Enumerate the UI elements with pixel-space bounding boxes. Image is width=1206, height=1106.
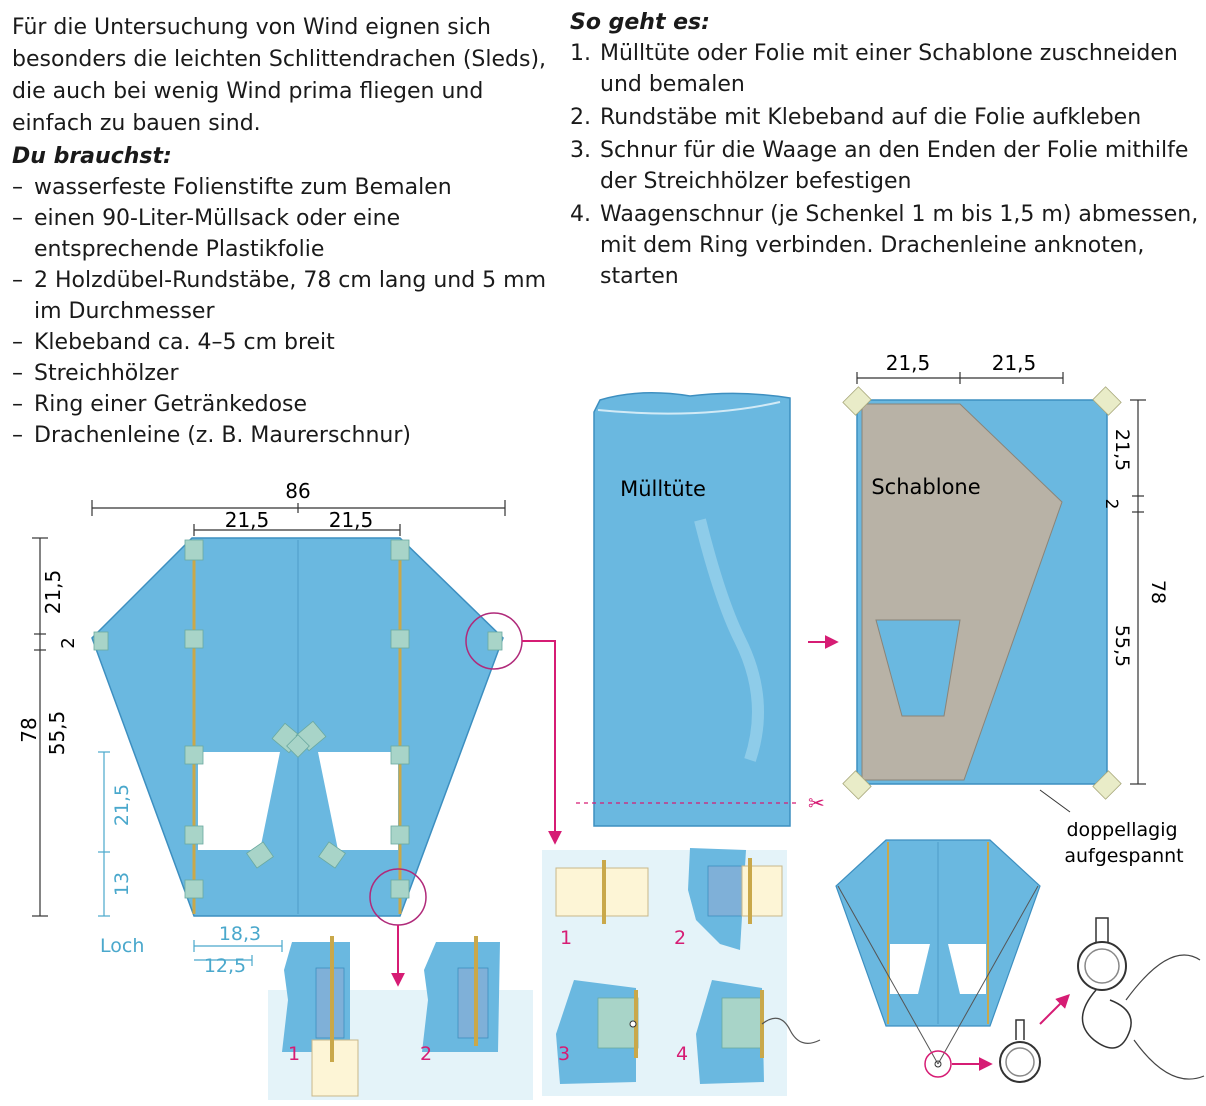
kite-width-label: 86 [285, 479, 310, 503]
template-note: doppellagig [1066, 819, 1177, 841]
hole-height-label: 13 [111, 872, 133, 896]
detail-spar-end: 1 2 [268, 936, 533, 1100]
bridle-line [937, 885, 1039, 1065]
template-total-height-label: 78 [1147, 580, 1169, 604]
kite-width-dimension [91, 500, 506, 536]
kite-gap-label: 2 [58, 637, 79, 648]
hole-label: Loch [100, 935, 144, 957]
step-item: 2. Rundstäbe mit Klebeband auf die Folie … [570, 102, 1200, 133]
step-arrow [1039, 994, 1070, 1025]
kite-half-width-label: 21,5 [329, 508, 374, 532]
steps-list: 1. Mülltüte oder Folie mit einer Schablon… [570, 38, 1200, 292]
garbage-bag [593, 392, 791, 827]
detail-step-number: 2 [674, 927, 686, 949]
kite-height-dimension [32, 537, 48, 917]
step-text: Schnur für die Waage an den Enden der Fo… [600, 138, 1189, 194]
material-item: Drachenleine (z. B. Maurerschnur) [12, 420, 552, 451]
hole-dimensions [98, 751, 283, 966]
detail-step-number: 1 [288, 1043, 300, 1065]
material-item: Ring einer Getränkedose [12, 389, 552, 420]
detail-step-number: 3 [558, 1043, 570, 1065]
hole-height-label: 21,5 [111, 784, 133, 826]
flying-line [1125, 954, 1201, 1001]
steps-heading: So geht es: [570, 10, 710, 35]
kite-vent-hole-left [198, 752, 280, 850]
bridle-line [837, 885, 939, 1065]
kite-bottom-height-label: 55,5 [45, 711, 69, 756]
template-height-label: 21,5 [1111, 429, 1133, 471]
garbage-bag-label: Mülltüte [620, 477, 706, 501]
note-leader [1039, 789, 1071, 813]
detail-step-number: 1 [560, 927, 572, 949]
kite-total-height-label: 78 [17, 717, 41, 742]
scissors-icon: ✂ [808, 791, 825, 815]
garbage-bag-figure: Mülltüte ✂ [576, 392, 839, 827]
hole-width-label: 18,3 [219, 923, 261, 945]
kite-tape-pieces [93, 539, 503, 899]
hole-width-label: 12,5 [204, 955, 246, 977]
template-height-dimension [1130, 399, 1146, 785]
template-bottom-height-label: 55,5 [1111, 625, 1133, 667]
intro-text: Für die Untersuchung von Wind eignen sic… [12, 15, 547, 136]
material-item: wasserfeste Folienstifte zum Bemalen [12, 172, 552, 203]
step-number: 4. [570, 202, 591, 227]
intro-column: Für die Untersuchung von Wind eignen sic… [12, 12, 552, 451]
step-text: Waagenschnur (je Schenkel 1 m bis 1,5 m)… [600, 202, 1199, 289]
kite-plan: 86 21,5 21,5 21,5 2 78 55,5 [17, 479, 562, 987]
kite-half-width-label: 21,5 [225, 508, 270, 532]
step-item: 4. Waagenschnur (je Schenkel 1 m bis 1,5 … [570, 199, 1200, 292]
step-number: 2. [570, 105, 591, 130]
pull-tab-ring-illustration [999, 917, 1205, 1083]
material-item: einen 90-Liter-Müllsack oder eine entspr… [12, 203, 552, 265]
detail-step-number: 4 [676, 1043, 688, 1065]
step-item: 1. Mülltüte oder Folie mit einer Schablon… [570, 38, 1200, 100]
callout-arrow [522, 640, 562, 845]
detail-step-number: 2 [420, 1043, 432, 1065]
material-item: Streichhölzer [12, 358, 552, 389]
kite-top-height-label: 21,5 [41, 570, 65, 615]
template-shape [861, 403, 1063, 781]
finished-kite [835, 839, 1070, 1078]
materials-heading: Du brauchst: [12, 144, 172, 169]
template-figure: 21,5 21,5 Schablone 21,5 2 78 55,5 doppe… [842, 351, 1184, 867]
template-note: aufgespannt [1064, 845, 1183, 867]
step-text: Mülltüte oder Folie mit einer Schablone … [600, 41, 1178, 97]
steps-column: So geht es: 1. Mülltüte oder Folie mit ei… [570, 8, 1200, 294]
material-item: 2 Holzdübel-Rundstäbe, 78 cm lang und 5 … [12, 265, 552, 327]
template-width-dimension [856, 372, 1064, 384]
template-width-label: 21,5 [886, 351, 931, 375]
step-number: 3. [570, 138, 591, 163]
step-item: 3. Schnur für die Waage an den Enden der … [570, 135, 1200, 197]
step-number: 1. [570, 41, 591, 66]
template-gap-label: 2 [1101, 499, 1121, 510]
material-item: Klebeband ca. 4–5 cm breit [12, 327, 552, 358]
template-width-label: 21,5 [992, 351, 1037, 375]
bridle-ring-callout [924, 1050, 952, 1078]
step-text: Rundstäbe mit Klebeband auf die Folie au… [600, 105, 1142, 130]
template-label: Schablone [871, 475, 980, 499]
detail-bridle-attachment: 1 2 3 4 [542, 848, 821, 1096]
materials-list: wasserfeste Folienstifte zum Bemalen ein… [12, 172, 552, 451]
corner-tapes [842, 386, 1122, 800]
kite-vent-hole-right [318, 752, 398, 850]
